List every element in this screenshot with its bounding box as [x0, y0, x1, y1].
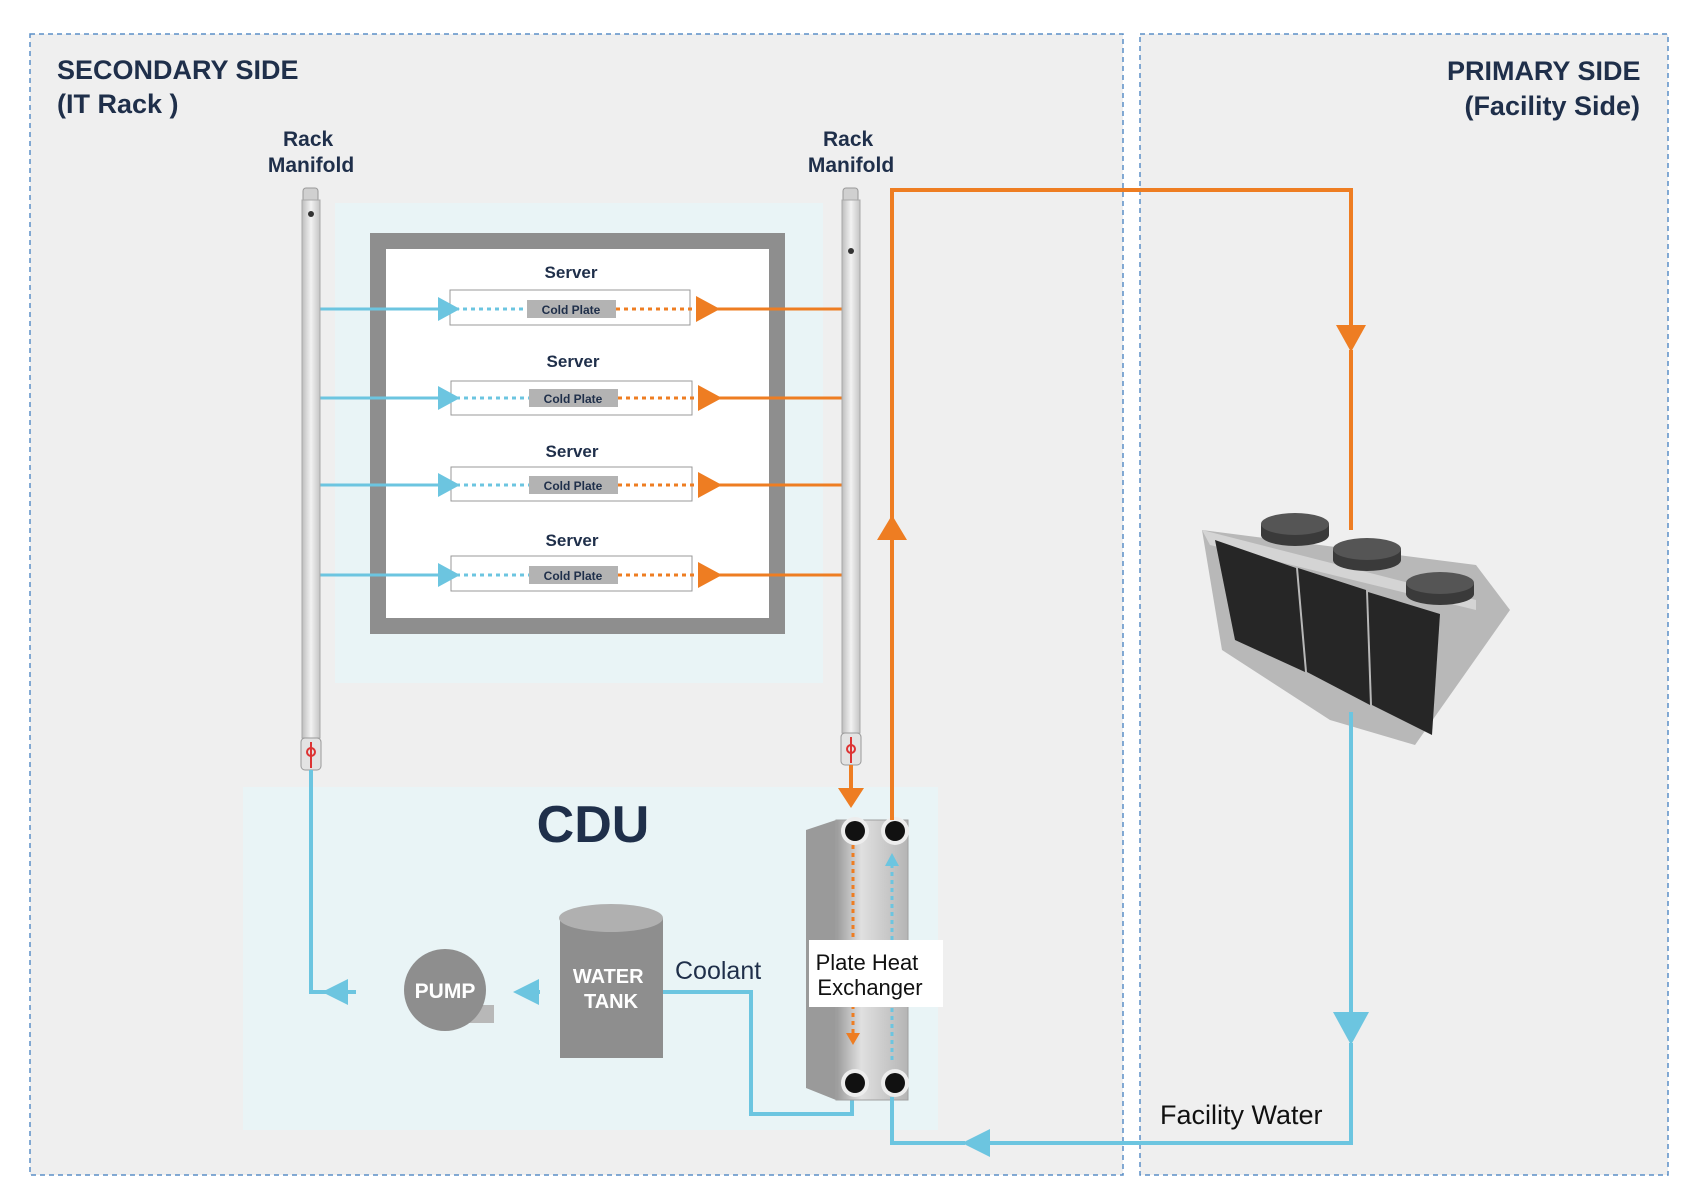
water-tank-label: WATER TANK — [573, 966, 649, 1013]
primary-side-title-line1: PRIMARY SIDE — [1447, 56, 1641, 86]
hx-label: Plate Heat Exchanger — [816, 950, 925, 1000]
arrow-right-icon — [698, 562, 722, 588]
arrow-down-icon — [846, 1033, 860, 1045]
primary-side-title: PRIMARY SIDE (Facility Side) — [1447, 56, 1648, 121]
hot-return-arrows — [696, 296, 845, 588]
cold-plate — [529, 476, 618, 494]
arrow-right-icon — [438, 297, 460, 321]
arrow-up-icon — [877, 515, 907, 540]
hx-label-box — [809, 940, 943, 1007]
server-label: Server — [547, 352, 600, 371]
rack-manifold-right — [840, 187, 862, 766]
arrow-down-icon — [1336, 325, 1366, 352]
rack-manifold-right-line1: Rack — [823, 128, 874, 151]
cold-plate — [529, 566, 618, 584]
cold-supply-arrows — [318, 297, 460, 587]
server-3: Server Cold Plate — [450, 442, 694, 502]
secondary-cold-loop — [309, 770, 854, 1116]
arrow-right-icon — [438, 563, 460, 587]
arrow-left-icon — [322, 979, 348, 1005]
primary-cold-loop — [890, 712, 1369, 1157]
cdu-title: CDU — [537, 796, 650, 854]
primary-side-title-line2: (Facility Side) — [1464, 91, 1640, 121]
secondary-side-title-line2: (IT Rack ) — [57, 89, 179, 119]
dry-cooler — [1202, 513, 1510, 745]
arrow-left-icon — [962, 1129, 990, 1157]
server-label: Server — [545, 263, 598, 282]
hot-to-hx — [838, 765, 864, 808]
secondary-side-title: SECONDARY SIDE (IT Rack ) — [57, 55, 306, 119]
plate-heat-exchanger: Plate Heat Exchanger — [806, 817, 943, 1101]
server-2: Server Cold Plate — [450, 352, 694, 416]
rack-manifold-left-label: Rack Manifold — [268, 128, 354, 177]
water-tank: WATER TANK — [559, 904, 663, 1058]
cold-plate — [527, 300, 616, 318]
water-tank-line2: TANK — [584, 991, 639, 1013]
cold-plate-label: Cold Plate — [544, 392, 603, 406]
server-1: Server Cold Plate — [449, 263, 692, 326]
cold-plate-label: Cold Plate — [542, 303, 601, 317]
primary-hot-loop — [877, 188, 1366, 820]
rack-manifold-left — [300, 187, 322, 771]
server-label: Server — [546, 531, 599, 550]
facility-water-label: Facility Water — [1160, 1100, 1323, 1130]
arrow-right-icon — [438, 386, 460, 410]
cold-plate-label: Cold Plate — [544, 479, 603, 493]
pump: PUMP — [404, 949, 494, 1031]
coolant-label: Coolant — [675, 957, 761, 985]
arrow-right-icon — [698, 472, 722, 498]
water-tank-line1: WATER — [573, 966, 644, 988]
hx-label-line1: Plate Heat — [816, 950, 919, 975]
cold-plate — [529, 389, 618, 407]
rack-manifold-left-line2: Manifold — [268, 154, 354, 177]
cold-plate-label: Cold Plate — [544, 569, 603, 583]
arrow-up-icon — [885, 853, 899, 866]
arrow-right-icon — [438, 473, 460, 497]
server-label: Server — [546, 442, 599, 461]
rack-manifold-left-line1: Rack — [283, 128, 334, 151]
rack-manifold-right-line2: Manifold — [808, 154, 894, 177]
rack-manifold-right-label: Rack Manifold — [808, 128, 894, 177]
secondary-side-title-line1: SECONDARY SIDE — [57, 55, 299, 85]
pump-label: PUMP — [415, 980, 476, 1003]
arrow-right-icon — [696, 296, 720, 322]
arrow-down-icon — [838, 788, 864, 808]
arrow-right-icon — [698, 385, 722, 411]
hx-label-line2: Exchanger — [817, 975, 922, 1000]
arrow-down-icon — [1333, 1012, 1369, 1045]
arrow-left-icon — [513, 979, 539, 1005]
